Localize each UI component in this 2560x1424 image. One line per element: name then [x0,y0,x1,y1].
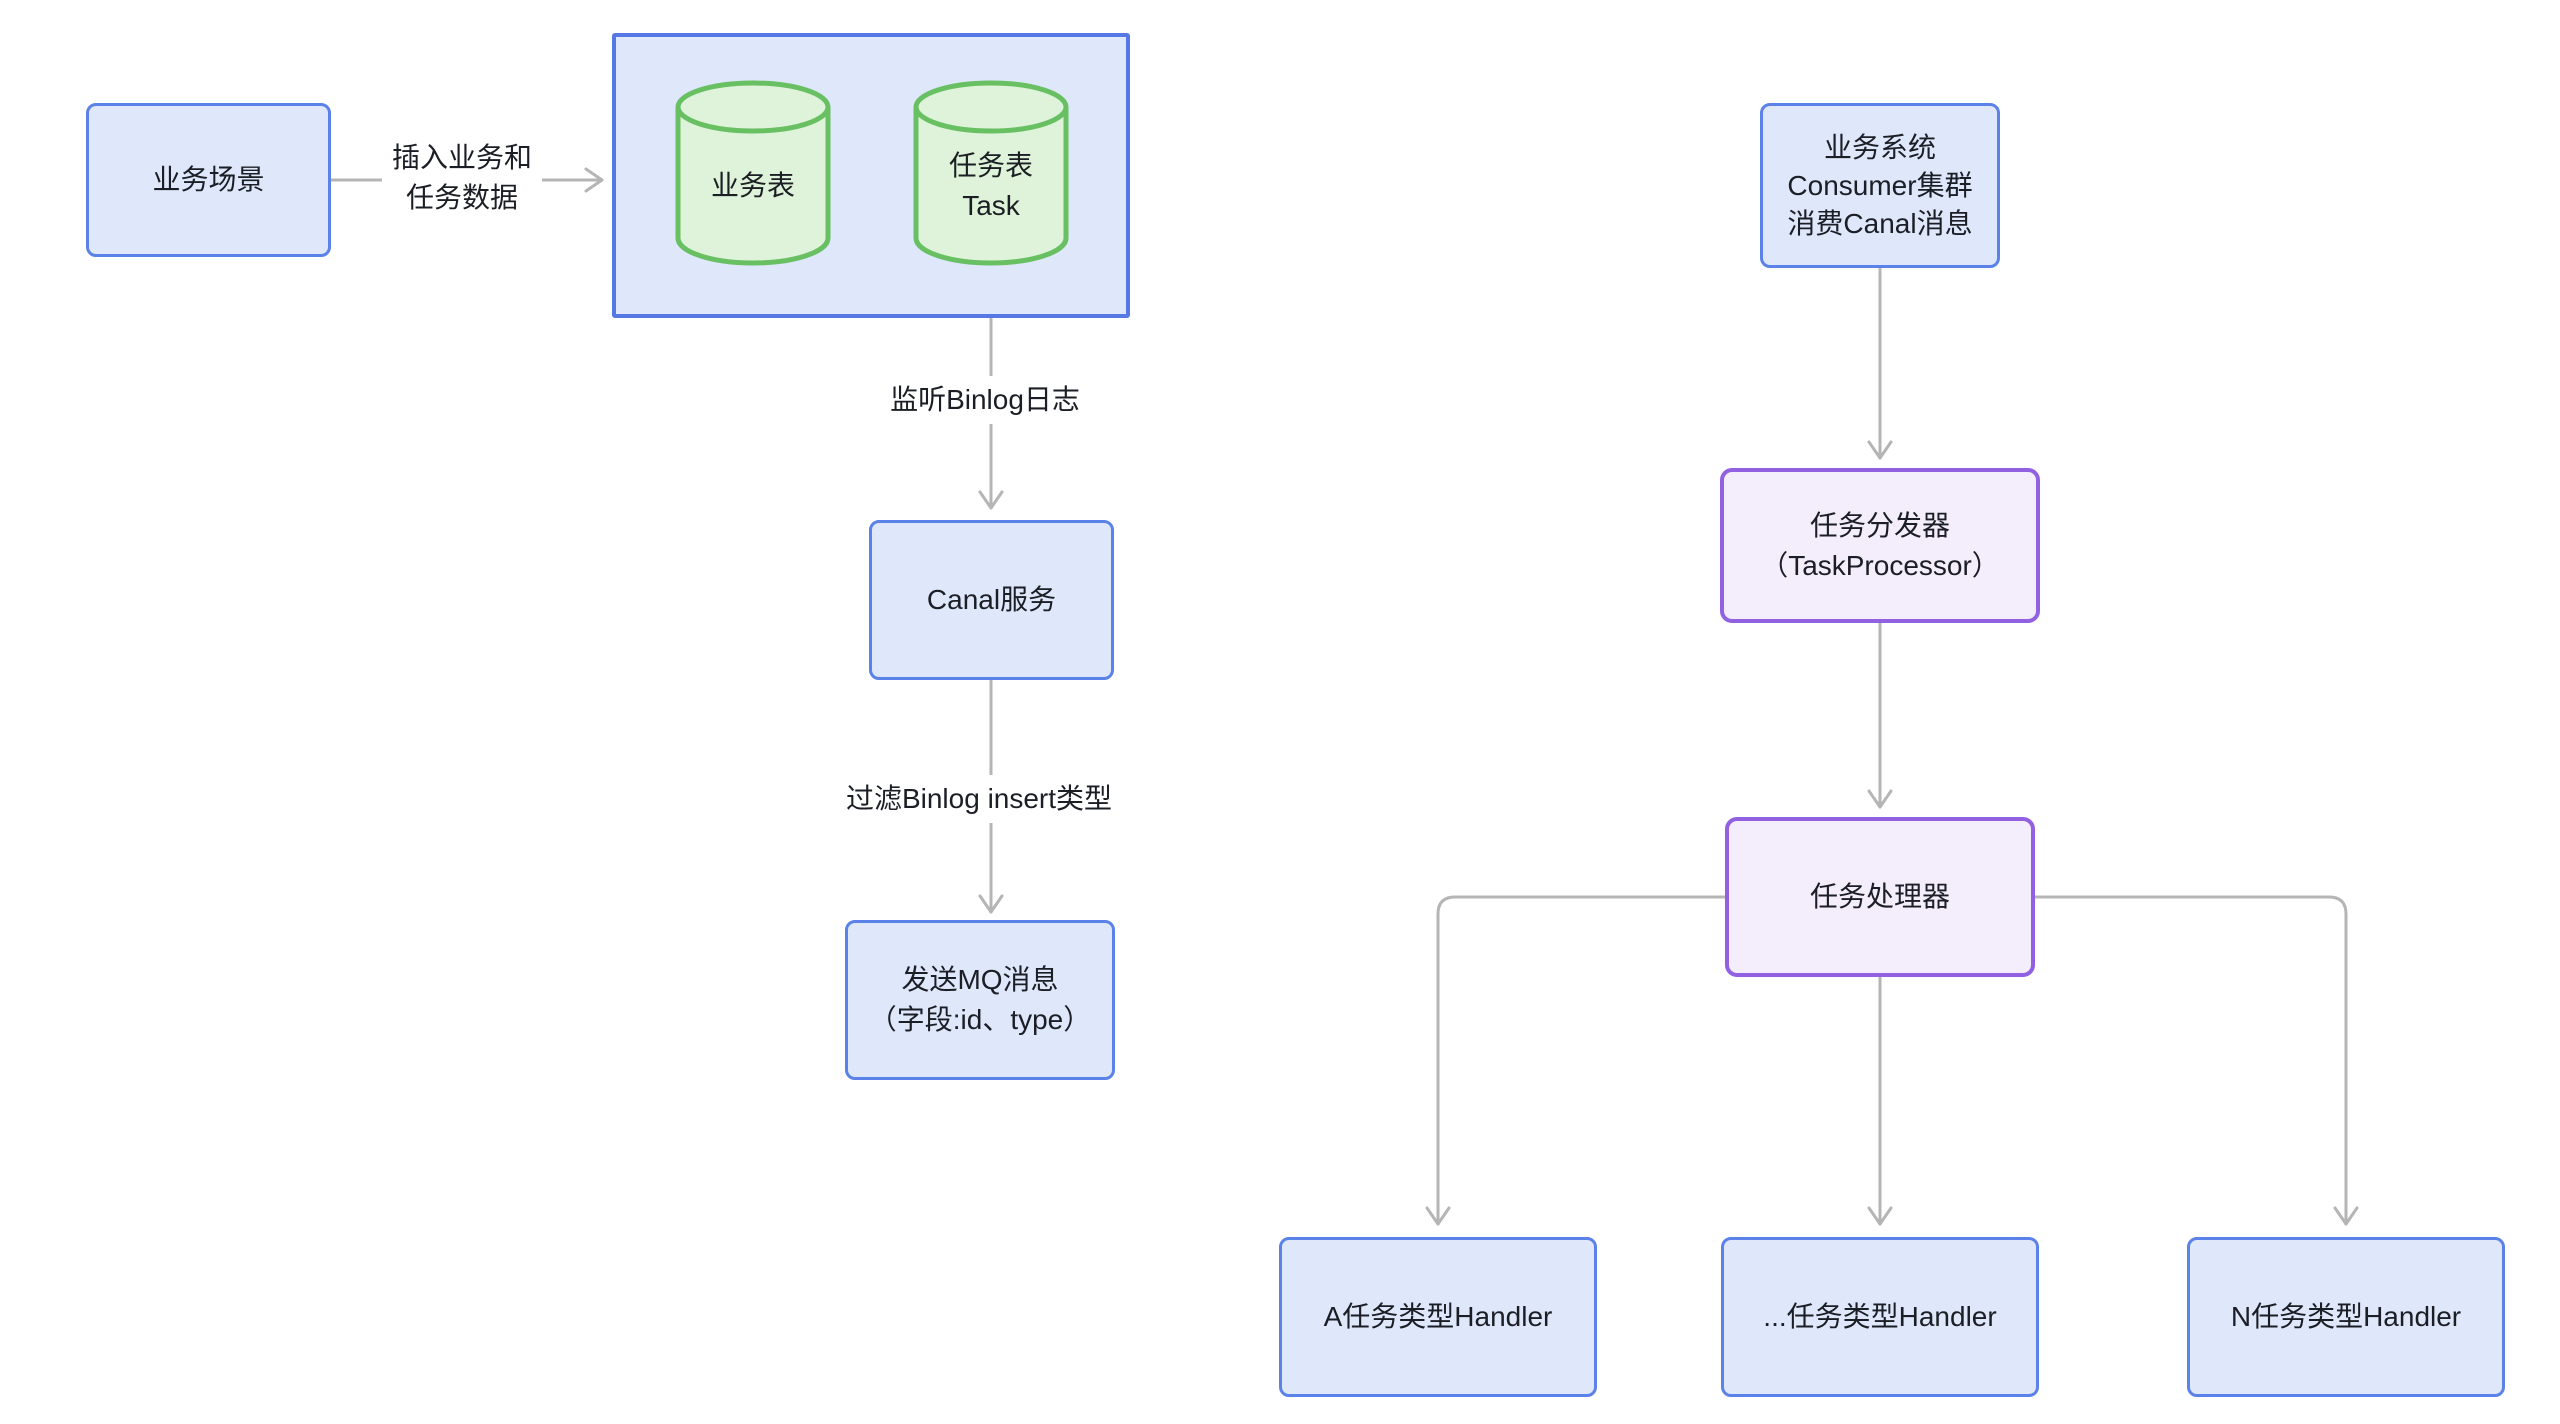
edge-label-line2: 任务数据 [405,182,519,213]
arrowhead-down-icon [1867,1206,1893,1226]
arrowhead-down-icon [2333,1206,2359,1226]
node-label: N任务类型Handler [2230,1301,2462,1332]
node-label-line2: （字段:id、type） [868,1004,1092,1035]
node-handler-n: N任务类型Handler [2187,1237,2505,1397]
task-table-label-line2: Task [962,190,1020,221]
node-label: Canal服务 [926,584,1057,615]
arrowhead-down-icon [978,894,1004,914]
node-label-line2: （TaskProcessor） [1760,549,2000,581]
arrowhead-down-icon [978,490,1004,510]
node-mq-message: 发送MQ消息 （字段:id、type） [845,920,1115,1080]
node-business-scene: 业务场景 [86,103,331,257]
edge-processor-handler-a [1436,895,1727,1226]
business-table-label: 业务表 [710,170,795,201]
edge-label-binlog: 监听Binlog日志 [880,376,1090,424]
arrowhead-down-icon [1867,789,1893,809]
node-consumer-cluster: 业务系统 Consumer集群 消费Canal消息 [1760,103,2000,268]
node-label-line1: 任务分发器 [1809,509,1950,541]
business-table-cylinder: 业务表 [674,79,832,267]
node-label: ...任务类型Handler [1763,1301,1997,1332]
arrowhead-right-icon [584,167,604,193]
edge-label-text: 监听Binlog日志 [890,384,1080,415]
database-cylinder-icon [913,80,1069,266]
edge-label-filter: 过滤Binlog insert类型 [835,775,1123,823]
node-label-line1: 发送MQ消息 [901,964,1059,995]
node-label: 任务处理器 [1809,881,1950,912]
node-label-line2: Consumer集群 [1787,169,1973,201]
node-handler-dots: ...任务类型Handler [1721,1237,2039,1397]
arrowhead-down-icon [1425,1206,1451,1226]
node-label: 业务场景 [152,164,265,195]
edge-label-text: 过滤Binlog insert类型 [845,783,1113,814]
arrowhead-down-icon [1867,440,1893,460]
node-canal-service: Canal服务 [869,520,1114,680]
node-task-processor: 任务处理器 [1725,817,2035,977]
edge-label-insert: 插入业务和 任务数据 [381,134,543,222]
database-cylinder-icon [675,80,831,266]
node-task-dispatcher: 任务分发器 （TaskProcessor） [1720,468,2040,623]
task-table-cylinder: 任务表 Task [912,79,1070,267]
edge-label-line1: 插入业务和 [391,142,533,173]
edge-processor-handler-n [2033,895,2348,1226]
task-table-label-line1: 任务表 [948,150,1033,181]
node-label-line1: 业务系统 [1823,131,1936,163]
node-label-line3: 消费Canal消息 [1787,207,1973,239]
node-handler-a: A任务类型Handler [1279,1237,1597,1397]
node-label: A任务类型Handler [1323,1301,1553,1332]
